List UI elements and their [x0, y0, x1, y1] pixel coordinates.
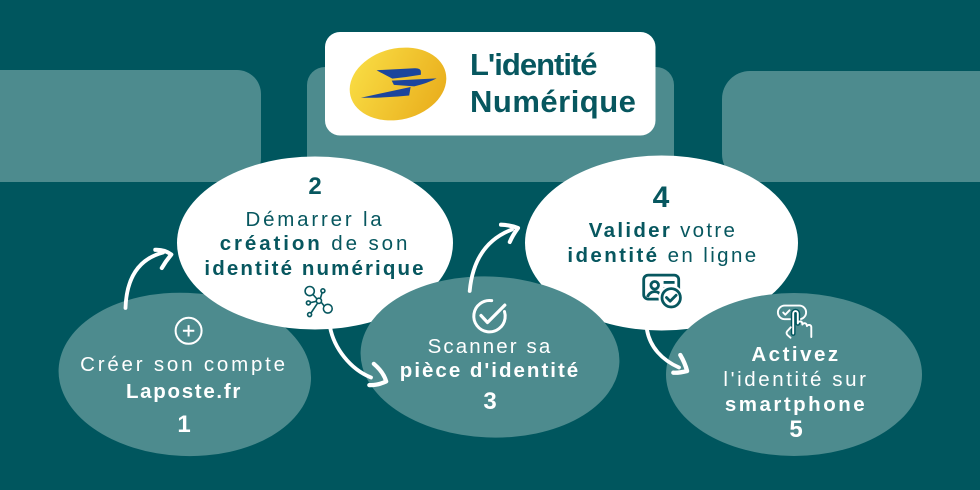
svg-text:pièce d'identité: pièce d'identité [400, 359, 580, 382]
svg-text:Démarrer la: Démarrer la [245, 208, 384, 231]
svg-text:Scanner sa: Scanner sa [428, 335, 553, 358]
svg-text:L'identité: L'identité [470, 47, 597, 82]
svg-text:1: 1 [177, 411, 190, 438]
svg-text:2: 2 [308, 173, 321, 200]
svg-text:Numérique: Numérique [470, 84, 636, 119]
svg-text:3: 3 [483, 388, 496, 415]
svg-text:Créer son compte: Créer son compte [80, 353, 288, 376]
svg-text:création de son: création de son [220, 232, 411, 255]
svg-text:Valider votre: Valider votre [589, 219, 737, 242]
svg-text:5: 5 [789, 416, 802, 443]
svg-text:Activez: Activez [751, 343, 840, 366]
svg-text:smartphone: smartphone [725, 393, 867, 416]
svg-text:identité en ligne: identité en ligne [567, 244, 758, 267]
svg-text:l'identité sur: l'identité sur [723, 368, 868, 391]
svg-text:identité numérique: identité numérique [204, 257, 425, 280]
svg-text:Laposte.fr: Laposte.fr [126, 380, 242, 403]
svg-text:4: 4 [653, 181, 670, 214]
